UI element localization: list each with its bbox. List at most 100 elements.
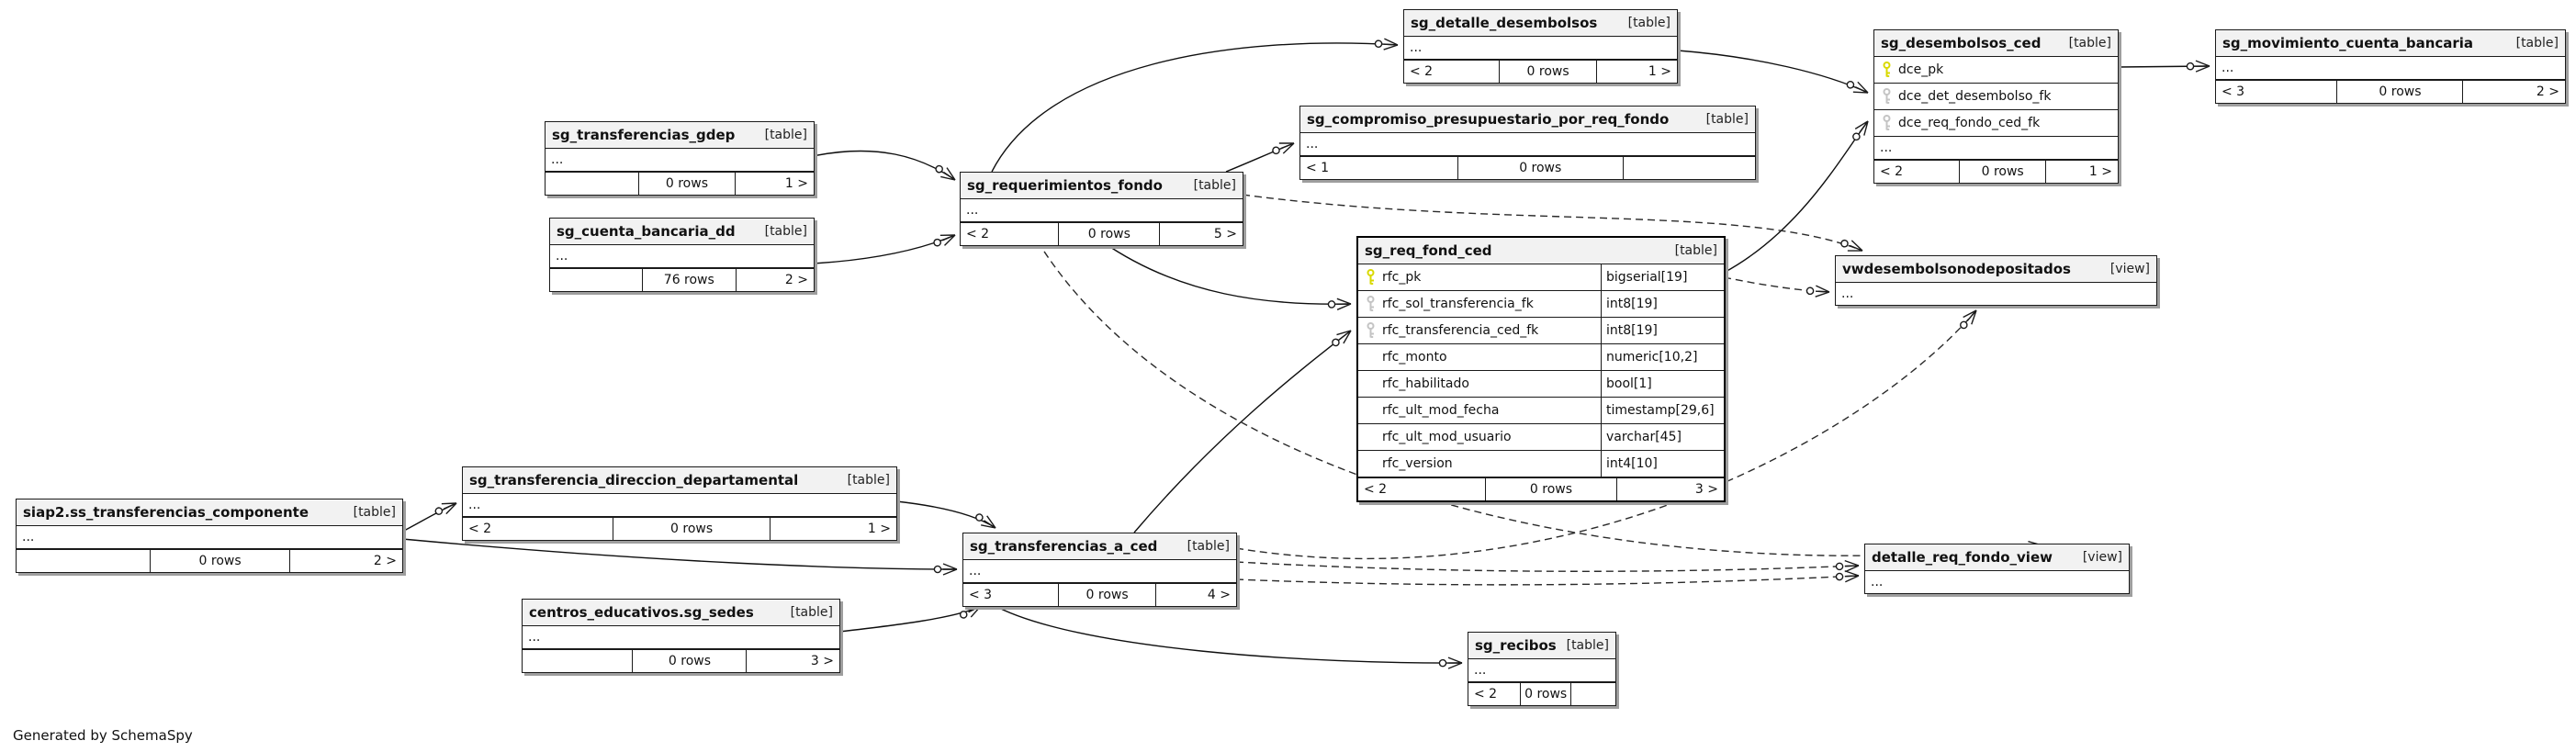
- table-type-badge: [table]: [1674, 243, 1717, 258]
- column-name: rfc_habilitado: [1382, 376, 1469, 391]
- table-title[interactable]: sg_cuenta_bancaria_dd: [557, 223, 736, 240]
- table-header[interactable]: sg_requerimientos_fondo[table]: [961, 173, 1243, 199]
- table-header[interactable]: sg_compromiso_presupuestario_por_req_fon…: [1300, 107, 1755, 133]
- table-title[interactable]: sg_compromiso_presupuestario_por_req_fon…: [1307, 111, 1670, 128]
- hidden-columns-ellipsis: ...: [1871, 575, 1884, 589]
- children-count: 4 >: [1155, 584, 1236, 606]
- key-icon-cell: [1874, 88, 1898, 105]
- table-type-badge: [table]: [764, 128, 807, 142]
- edge-sg_requerimientos_fondo--vwdesembolsonodepositados: [1242, 194, 1863, 252]
- table-title[interactable]: sg_transferencias_gdep: [552, 127, 736, 143]
- column-name: rfc_transferencia_ced_fk: [1382, 323, 1539, 338]
- table-title[interactable]: sg_recibos: [1475, 637, 1557, 654]
- table-header[interactable]: detalle_req_fondo_view[view]: [1865, 544, 2129, 571]
- children-count: 3 >: [1616, 478, 1724, 500]
- table-node-siap2-ss_transferencias_componente[interactable]: siap2.ss_transferencias_componente[table…: [16, 499, 403, 573]
- column-name: rfc_ult_mod_fecha: [1382, 403, 1500, 418]
- parents-count: < 3: [969, 588, 993, 602]
- key-icon-cell: [1874, 115, 1898, 131]
- column-type: bool[1]: [1601, 371, 1724, 397]
- parents-count: [523, 650, 632, 672]
- row-count: 0 rows: [2336, 81, 2462, 103]
- table-node-sg_movimiento_cuenta_bancaria[interactable]: sg_movimiento_cuenta_bancaria[table]... <…: [2215, 29, 2566, 104]
- table-title[interactable]: detalle_req_fondo_view: [1872, 549, 2053, 566]
- children-count: [1622, 157, 1755, 179]
- hidden-columns-ellipsis: ...: [1874, 137, 2118, 160]
- table-header[interactable]: sg_cuenta_bancaria_dd [table]: [550, 219, 814, 245]
- table-title[interactable]: sg_transferencia_direccion_departamental: [469, 472, 799, 488]
- edge-sg_detalle_desembolsos--sg_desembolsos_ced-dce_det_desembolso_fk: [1677, 50, 1869, 94]
- column-row: rfc_ult_mod_usuario varchar[45]: [1358, 424, 1724, 451]
- table-node-sg_compromiso_presupuestario_por_req_fondo[interactable]: sg_compromiso_presupuestario_por_req_fon…: [1299, 106, 1756, 180]
- primary-key-icon: [1367, 269, 1374, 285]
- column-name: rfc_ult_mod_usuario: [1382, 430, 1512, 444]
- key-icon-cell: [1874, 62, 1898, 78]
- table-node-sg_transferencia_direccion_departamental[interactable]: sg_transferencia_direccion_departamental…: [462, 466, 897, 541]
- foreign-key-icon: [1883, 88, 1890, 104]
- table-node-vwdesembolsonodepositados[interactable]: vwdesembolsonodepositados[view]...: [1835, 255, 2157, 306]
- table-header[interactable]: sg_transferencia_direccion_departamental…: [463, 467, 896, 494]
- table-header[interactable]: sg_movimiento_cuenta_bancaria[table]: [2216, 30, 2565, 57]
- table-header[interactable]: siap2.ss_transferencias_componente[table…: [17, 499, 402, 526]
- row-count: 76 rows: [641, 269, 736, 291]
- generated-by-note: Generated by SchemaSpy: [13, 727, 193, 744]
- table-header[interactable]: sg_recibos[table]: [1468, 633, 1615, 659]
- table-title[interactable]: sg_desembolsos_ced: [1881, 35, 2042, 51]
- table-title[interactable]: sg_req_fond_ced: [1365, 242, 1492, 259]
- foreign-key-icon: [1367, 322, 1374, 338]
- table-header[interactable]: sg_transferencias_a_ced[table]: [963, 533, 1236, 560]
- hidden-columns-ellipsis: ...: [1300, 133, 1755, 156]
- key-icon-cell: [1358, 296, 1382, 312]
- column-row: rfc_habilitado bool[1]: [1358, 371, 1724, 398]
- edge-centros_educativos-sg_sedes--sg_transferencias_a_ced: [838, 605, 982, 633]
- table-header[interactable]: sg_transferencias_gdep [table]: [546, 122, 814, 149]
- parents-count: [550, 269, 642, 291]
- row-count: 0 rows: [613, 518, 770, 540]
- row-count: 0 rows: [1058, 223, 1159, 245]
- column-name: rfc_monto: [1382, 350, 1447, 365]
- table-title[interactable]: vwdesembolsonodepositados: [1842, 261, 2071, 277]
- hidden-columns-ellipsis: ...: [2216, 57, 2565, 80]
- table-title[interactable]: sg_transferencias_a_ced: [970, 538, 1158, 555]
- table-node-detalle_req_fondo_view[interactable]: detalle_req_fondo_view[view]...: [1864, 544, 2130, 594]
- column-type: varchar[45]: [1601, 424, 1724, 450]
- table-header[interactable]: sg_desembolsos_ced [table]: [1874, 30, 2118, 57]
- table-type-badge: [table]: [1705, 112, 1749, 127]
- edge-sg_transferencia_direccion_departamental--sg_transferencias_a_ced: [895, 500, 996, 529]
- table-title[interactable]: sg_requerimientos_fondo: [967, 177, 1163, 194]
- table-header[interactable]: sg_detalle_desembolsos[table]: [1404, 10, 1677, 37]
- table-title[interactable]: siap2.ss_transferencias_componente: [23, 504, 309, 521]
- parents-count: < 3: [2222, 84, 2245, 99]
- table-type-badge: [table]: [2068, 36, 2111, 51]
- hidden-columns-ellipsis: ...: [1404, 37, 1677, 60]
- table-title[interactable]: sg_detalle_desembolsos: [1411, 15, 1598, 31]
- table-node-centros_educativos-sg_sedes[interactable]: centros_educativos.sg_sedes[table]...0 r…: [522, 599, 840, 673]
- edge-sg_transferencias_a_ced--sg_req_fond_ced-rfc_transferencia_ced_fk: [1133, 330, 1352, 533]
- table-type-badge: [table]: [790, 605, 833, 620]
- parents-count: < 2: [966, 227, 990, 241]
- table-header[interactable]: vwdesembolsonodepositados [view]: [1836, 256, 2156, 283]
- edge-sg_transferencias_a_ced--detalle_req_fondo_view: [1235, 570, 1860, 586]
- table-type-badge: [table]: [764, 224, 807, 239]
- table-title[interactable]: sg_movimiento_cuenta_bancaria: [2222, 35, 2474, 51]
- table-header[interactable]: sg_req_fond_ced [table]: [1358, 238, 1724, 264]
- column-name: dce_det_desembolso_fk: [1898, 89, 2052, 104]
- table-type-badge: [view]: [2109, 262, 2150, 276]
- hidden-columns-ellipsis: ...: [546, 149, 814, 172]
- table-title[interactable]: centros_educativos.sg_sedes: [529, 604, 754, 621]
- children-count: 1 >: [1596, 61, 1677, 83]
- table-header[interactable]: centros_educativos.sg_sedes [table]: [523, 600, 839, 626]
